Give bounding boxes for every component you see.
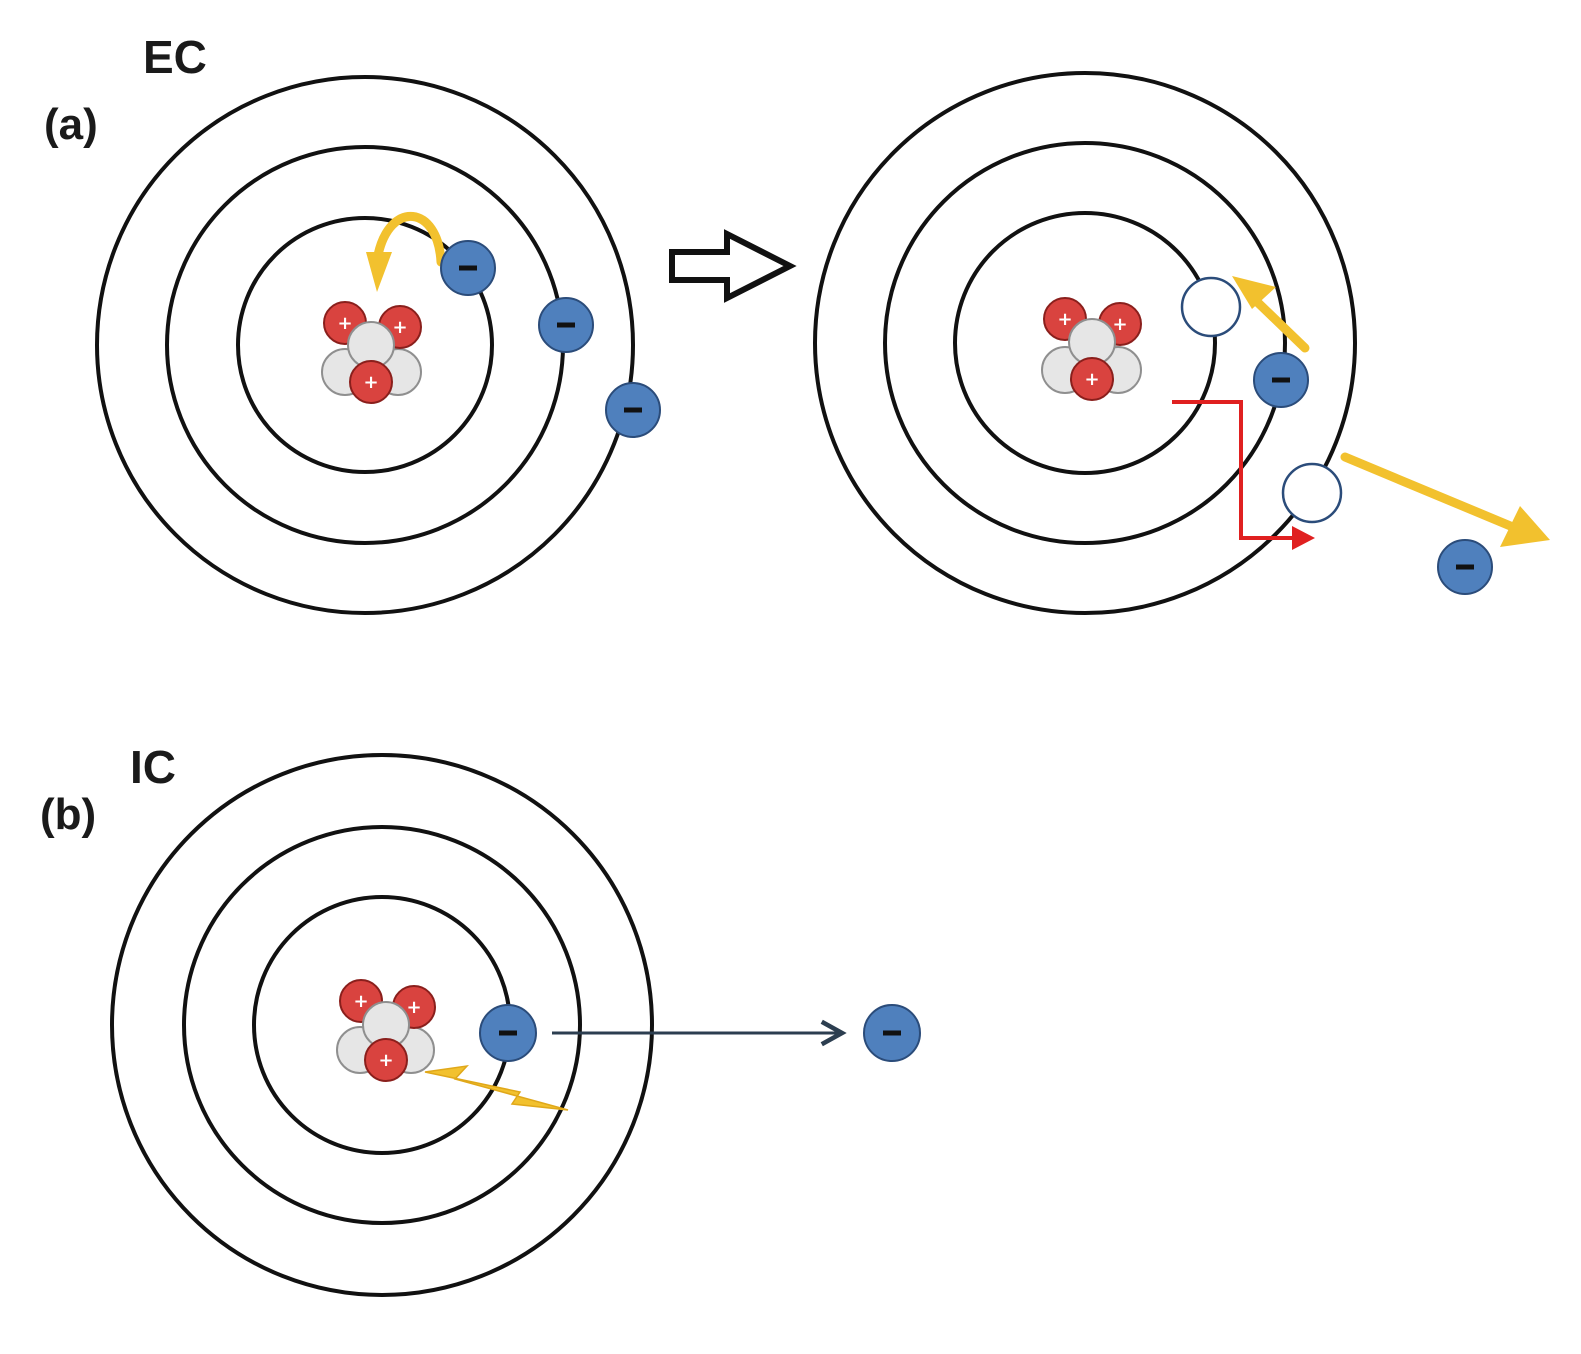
ec-label: EC	[143, 31, 207, 83]
electron	[1253, 352, 1309, 408]
electron-capture-arrow	[373, 211, 446, 267]
proton: +	[1070, 357, 1114, 401]
nucleus: + + +	[321, 301, 422, 404]
orbit-m-shell	[110, 753, 654, 1297]
panel-a-label: (a)	[44, 100, 98, 149]
electron-capture-arrowhead	[366, 252, 392, 292]
svg-text:+: +	[1084, 369, 1099, 390]
svg-text:+: +	[353, 991, 368, 1012]
svg-text:+: +	[1112, 314, 1127, 335]
electron	[440, 240, 496, 296]
auger-emission-arrowhead	[1500, 506, 1550, 547]
electron-transition-arrowhead	[1232, 276, 1276, 309]
nucleus: + + +	[336, 979, 436, 1082]
x-ray-arrowhead	[1292, 526, 1315, 550]
orbit-l-shell	[883, 141, 1287, 545]
conversion-electron	[479, 1004, 537, 1062]
orbit-k-shell	[953, 211, 1217, 475]
orbit-m-shell	[813, 71, 1357, 615]
proton: +	[349, 360, 393, 404]
proton: +	[364, 1038, 408, 1082]
panel-b-label: (b)	[40, 790, 97, 839]
svg-text:+: +	[363, 372, 378, 393]
ejected-electron	[863, 1004, 921, 1062]
lightning-bolt-icon	[424, 1064, 569, 1111]
atom-b: + + +	[110, 753, 921, 1297]
electron-transition-arrow	[1245, 290, 1310, 353]
l-shell-vacancy	[1281, 462, 1343, 524]
atom-a-left: + + +	[95, 75, 661, 615]
x-ray-arrow	[1172, 400, 1298, 540]
auger-emission-arrow	[1340, 452, 1525, 535]
auger-electron	[1437, 539, 1493, 595]
ic-label: IC	[130, 741, 176, 793]
svg-text:+: +	[392, 317, 407, 338]
orbit-m-shell	[95, 75, 635, 615]
svg-text:+: +	[406, 997, 421, 1018]
svg-text:+: +	[1057, 309, 1072, 330]
nucleus: + + +	[1041, 297, 1142, 401]
hollow-right-arrow-icon	[669, 229, 797, 303]
svg-text:+: +	[378, 1050, 393, 1071]
atom-a-right: + + +	[813, 71, 1550, 615]
k-shell-vacancy	[1180, 276, 1242, 338]
orbit-l-shell	[182, 825, 582, 1225]
electron	[538, 297, 594, 353]
svg-text:+: +	[337, 313, 352, 334]
orbit-k-shell	[236, 216, 494, 474]
electron	[605, 382, 661, 438]
